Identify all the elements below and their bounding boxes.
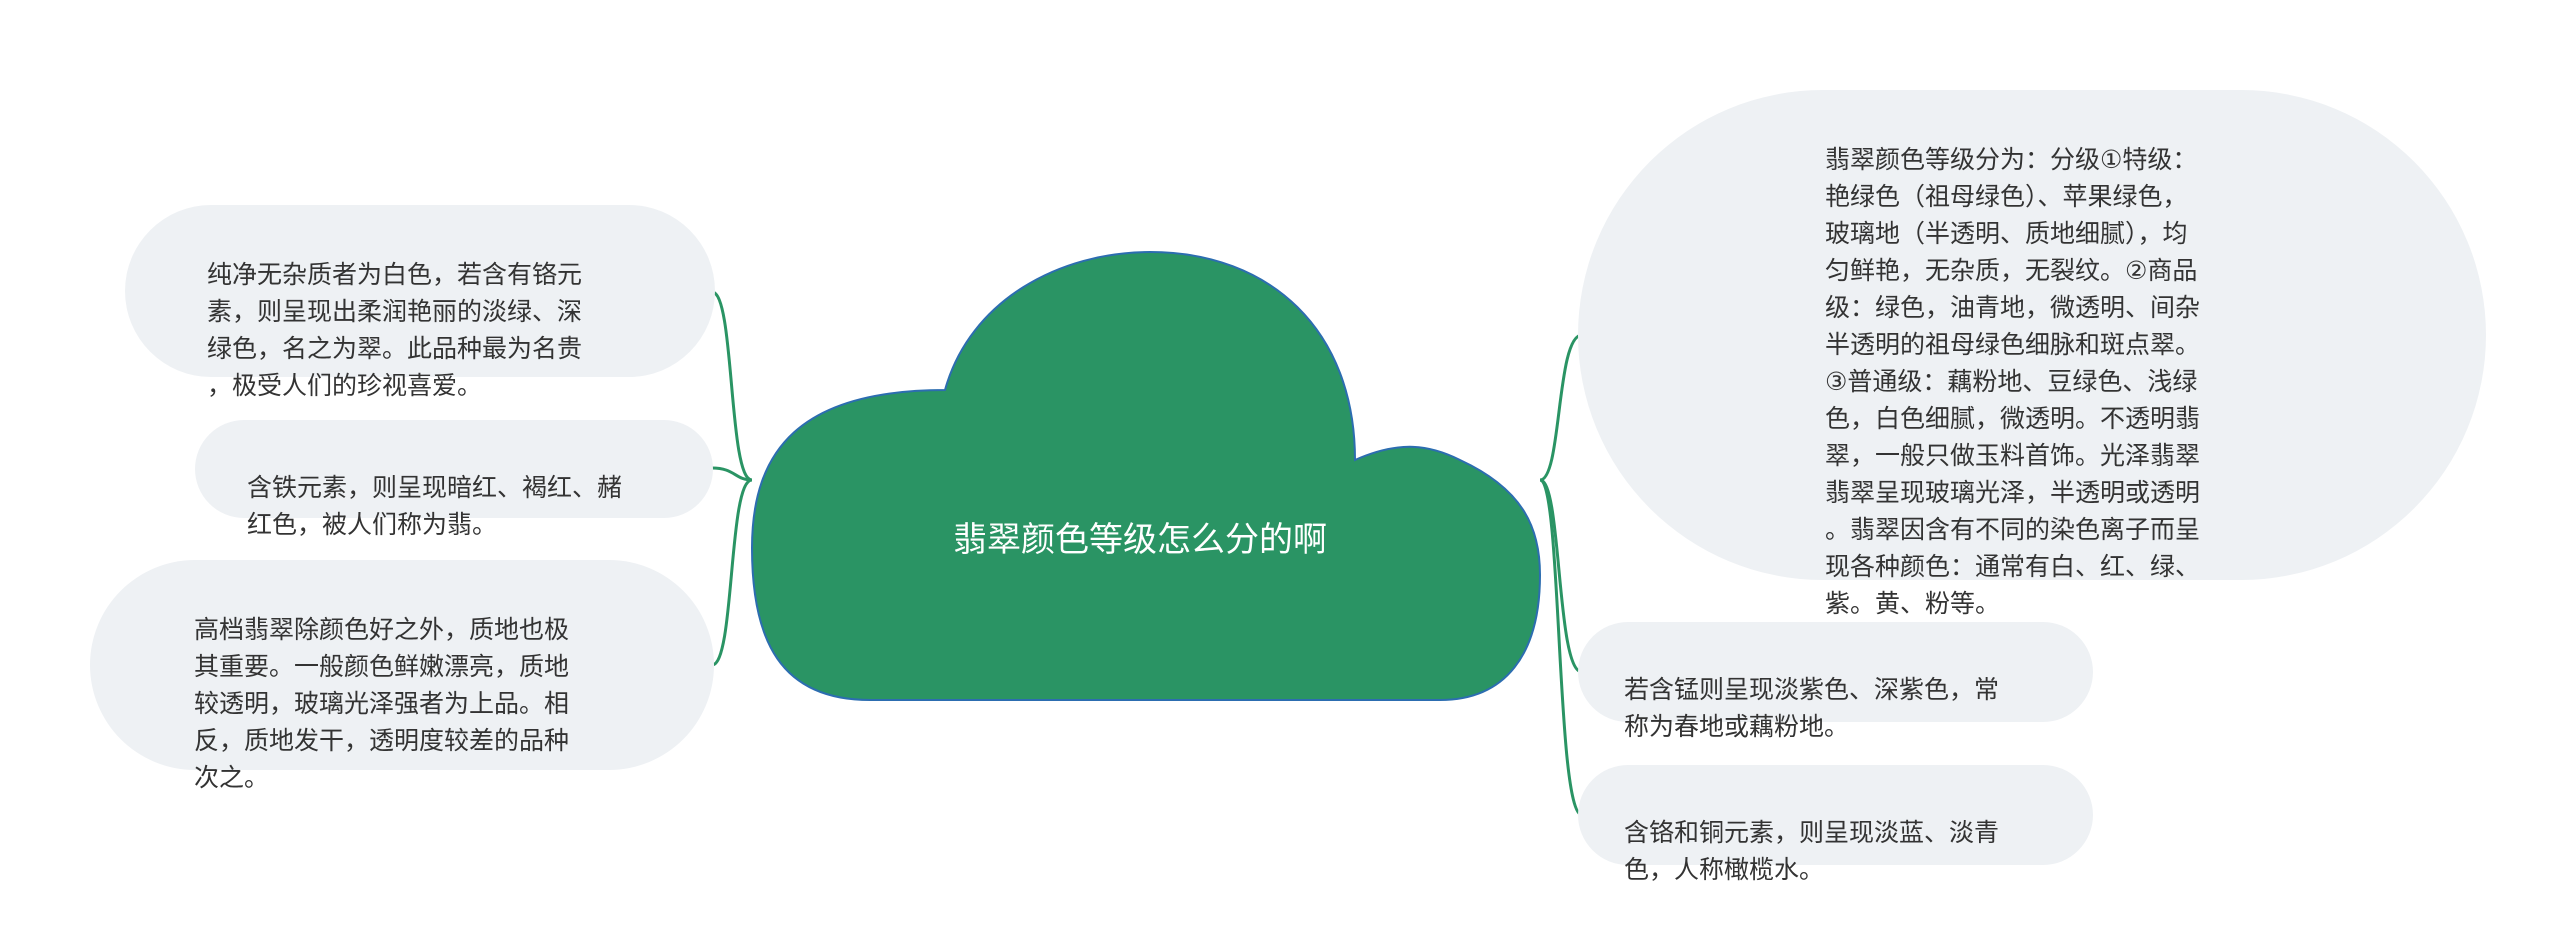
connector-left-2 xyxy=(711,466,753,482)
right-node-grades[interactable]: 翡翠颜色等级分为：分级①特级： 艳绿色（祖母绿色）、苹果绿色， 玻璃地（半透明、… xyxy=(1578,90,2486,618)
connector-left-3 xyxy=(711,478,753,667)
left-node-red[interactable]: 含铁元素，则呈现暗红、褐红、赭 红色，被人们称为翡。 xyxy=(195,420,713,539)
connector-right-2 xyxy=(1539,478,1583,674)
connector-left-1 xyxy=(711,290,753,482)
node-text: 含铁元素，则呈现暗红、褐红、赭 红色，被人们称为翡。 xyxy=(247,473,623,539)
node-text: 纯净无杂质者为白色，若含有铬元 素，则呈现出柔润艳丽的淡绿、深 绿色，名之为翠。… xyxy=(207,260,583,400)
node-text: 高档翡翠除颜色好之外，质地也极 其重要。一般颜色鲜嫩漂亮，质地 较透明，玻璃光泽… xyxy=(194,615,570,792)
connector-right-1 xyxy=(1539,333,1583,482)
node-text: 含铬和铜元素，则呈现淡蓝、淡青 色，人称橄榄水。 xyxy=(1624,818,2000,884)
left-node-quality[interactable]: 高档翡翠除颜色好之外，质地也极 其重要。一般颜色鲜嫩漂亮，质地 较透明，玻璃光泽… xyxy=(90,560,714,792)
center-topic[interactable]: 翡翠颜色等级怎么分的啊 xyxy=(953,520,1327,560)
right-node-blue[interactable]: 含铬和铜元素，则呈现淡蓝、淡青 色，人称橄榄水。 xyxy=(1578,765,2093,884)
left-node-white-green[interactable]: 纯净无杂质者为白色，若含有铬元 素，则呈现出柔润艳丽的淡绿、深 绿色，名之为翠。… xyxy=(125,205,715,400)
right-node-purple[interactable]: 若含锰则呈现淡紫色、深紫色，常 称为春地或藕粉地。 xyxy=(1578,622,2093,741)
node-text: 若含锰则呈现淡紫色、深紫色，常 称为春地或藕粉地。 xyxy=(1624,675,2000,741)
connector-right-3 xyxy=(1538,478,1583,817)
node-text: 翡翠颜色等级分为：分级①特级： 艳绿色（祖母绿色）、苹果绿色， 玻璃地（半透明、… xyxy=(1825,145,2201,618)
center-cloud xyxy=(750,250,1542,701)
